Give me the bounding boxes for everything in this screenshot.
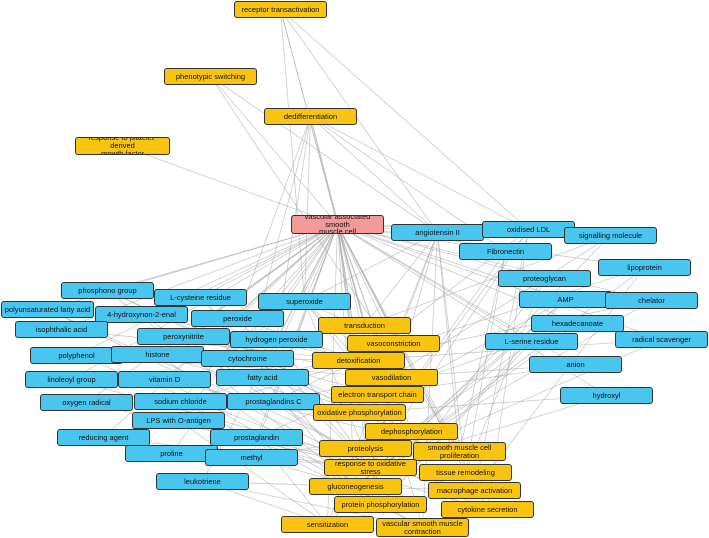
node-macrophage-activation[interactable]: macrophage activation [428, 482, 521, 499]
node-lps[interactable]: LPS with O-antigen [132, 412, 225, 429]
node-detoxification[interactable]: detoxification [312, 352, 405, 369]
edge-angiotensin-ii-superoxide [304, 232, 438, 302]
edge-dedifferentiation-oxidised-ldl [310, 116, 529, 230]
node-reducing-agent[interactable]: reducing agent [57, 429, 150, 446]
edge-receptor-transactivation-superoxide [280, 9, 305, 302]
node-oxidative-phosphorylation[interactable]: oxidative phosphorylation [313, 404, 406, 421]
edge-phenotypic-switching-angiotensin-ii [210, 76, 438, 233]
node-hydrogen-peroxide[interactable]: hydrogen peroxide [230, 331, 323, 348]
edge-signalling-molecule-transduction [364, 235, 611, 326]
node-prostaglandins-c[interactable]: prostaglandins C [227, 393, 320, 410]
node-fibronectin[interactable]: Fibronectin [459, 243, 552, 260]
node-proteolysis[interactable]: proteolysis [319, 440, 412, 457]
node-leukotriene[interactable]: leukotriene [156, 473, 249, 490]
edge-vsmc-superoxide [304, 224, 338, 302]
node-proteoglycan[interactable]: proteoglycan [498, 270, 591, 287]
edge-response-pdgf-vsmc [122, 145, 338, 225]
node-superoxide[interactable]: superoxide [258, 293, 351, 310]
node-anion[interactable]: anion [529, 356, 622, 373]
node-vasodilation[interactable]: vasodilation [345, 369, 438, 386]
node-tissue-remodeling[interactable]: tissue remodeling [419, 464, 512, 481]
node-smc-proliferation[interactable]: smooth muscle cell proliferation [413, 442, 506, 461]
edge-fibronectin-smc-proliferation [459, 251, 506, 452]
edge-angiotensin-ii-tissue-remodeling [437, 232, 466, 473]
node-hexadecanoate[interactable]: hexadecanoate [531, 315, 624, 332]
node-dedifferentiation[interactable]: dedifferentiation [264, 108, 357, 125]
edge-dedifferentiation-angiotensin-ii [310, 116, 438, 233]
edge-vsmc-l-cysteine-residue [200, 224, 338, 298]
node-isophthalic-acid[interactable]: isophthalic acid [15, 321, 108, 338]
node-histone[interactable]: histone [111, 346, 204, 363]
node-phosphono-group[interactable]: phosphono group [61, 282, 154, 299]
node-angiotensin-ii[interactable]: angiotensin II [391, 224, 484, 241]
edge-vsmc-chelator [337, 224, 652, 301]
node-response-pdgf[interactable]: response to platelet-derived growth fact… [75, 137, 170, 155]
node-protein-phosphorylation[interactable]: protein phosphorylation [334, 496, 427, 513]
node-lipoprotein[interactable]: lipoprotein [598, 259, 691, 276]
node-methyl[interactable]: methyl [205, 449, 298, 466]
node-polyphenol[interactable]: polyphenol [30, 347, 123, 364]
node-radical-scavenger[interactable]: radical scavenger [615, 331, 708, 348]
node-sodium-chloride[interactable]: sodium chloride [134, 393, 227, 410]
edge-lps-sensitization [178, 420, 328, 525]
node-linoleoyl-group[interactable]: linoleoyl group [25, 371, 118, 388]
node-vsmc-contraction[interactable]: vascular smooth muscle contraction [376, 518, 469, 537]
node-chelator[interactable]: chelator [605, 292, 698, 309]
node-oxidised-ldl[interactable]: oxidised LDL [482, 221, 575, 238]
edge-fibronectin-tissue-remodeling [465, 251, 506, 473]
node-sensitization[interactable]: sensitization [281, 516, 374, 533]
node-hydroxyl[interactable]: hydroxyl [560, 387, 653, 404]
edge-vsmc-l-serine-residue [337, 224, 532, 342]
edge-vsmc-cytokine-secretion [337, 224, 488, 510]
node-fatty-acid[interactable]: fatty acid [216, 369, 309, 386]
node-response-oxidative-stress[interactable]: response to oxidative stress [324, 459, 417, 476]
node-pufa[interactable]: polyunsaturated fatty acid [1, 301, 94, 318]
edge-dedifferentiation-superoxide [304, 116, 311, 302]
node-hne[interactable]: 4-hydroxynon-2-enal [95, 306, 188, 323]
node-cytochrome[interactable]: cytochrome [201, 350, 294, 367]
edge-angiotensin-ii-transduction [364, 232, 438, 326]
edge-radical-scavenger-detoxification [358, 339, 662, 361]
edge-isophthalic-acid-detoxification [61, 329, 359, 361]
edge-phenotypic-switching-vsmc [210, 76, 338, 225]
node-dephosphorylation[interactable]: dephosphorylation [365, 423, 458, 440]
node-transduction[interactable]: transduction [318, 317, 411, 334]
node-phenotypic-switching[interactable]: phenotypic switching [164, 68, 257, 85]
edge-dedifferentiation-peroxide [237, 116, 311, 319]
node-vitamin-d[interactable]: vitamin D [118, 371, 211, 388]
node-amp[interactable]: AMP [519, 291, 612, 308]
edge-vsmc-amp [337, 224, 566, 300]
node-vsmc[interactable]: vascular associated smooth muscle cell [291, 215, 384, 234]
node-electron-transport-chain[interactable]: electron transport chain [331, 386, 424, 403]
node-oxygen-radical[interactable]: oxygen radical [40, 394, 133, 411]
node-l-cysteine-residue[interactable]: L-cysteine residue [154, 289, 247, 306]
node-gluconeogenesis[interactable]: gluconeogenesis [309, 478, 402, 495]
edge-receptor-transactivation-angiotensin-ii [280, 9, 438, 233]
node-vasoconstriction[interactable]: vasoconstriction [347, 335, 440, 352]
node-receptor-transactivation[interactable]: receptor transactivation [234, 1, 327, 18]
edge-l-serine-residue-dephosphorylation [411, 341, 532, 432]
node-cytokine-secretion[interactable]: cytokine secretion [441, 501, 534, 518]
edge-signalling-molecule-vasodilation [391, 235, 611, 378]
node-peroxide[interactable]: peroxide [191, 310, 284, 327]
node-signalling-molecule[interactable]: signalling molecule [564, 227, 657, 244]
node-prostaglandin[interactable]: prostaglandin [210, 429, 303, 446]
edge-receptor-transactivation-oxidised-ldl [280, 9, 529, 230]
node-peroxynitrite[interactable]: peroxynitrite [137, 328, 230, 345]
node-l-serine-residue[interactable]: L-serine residue [485, 333, 578, 350]
